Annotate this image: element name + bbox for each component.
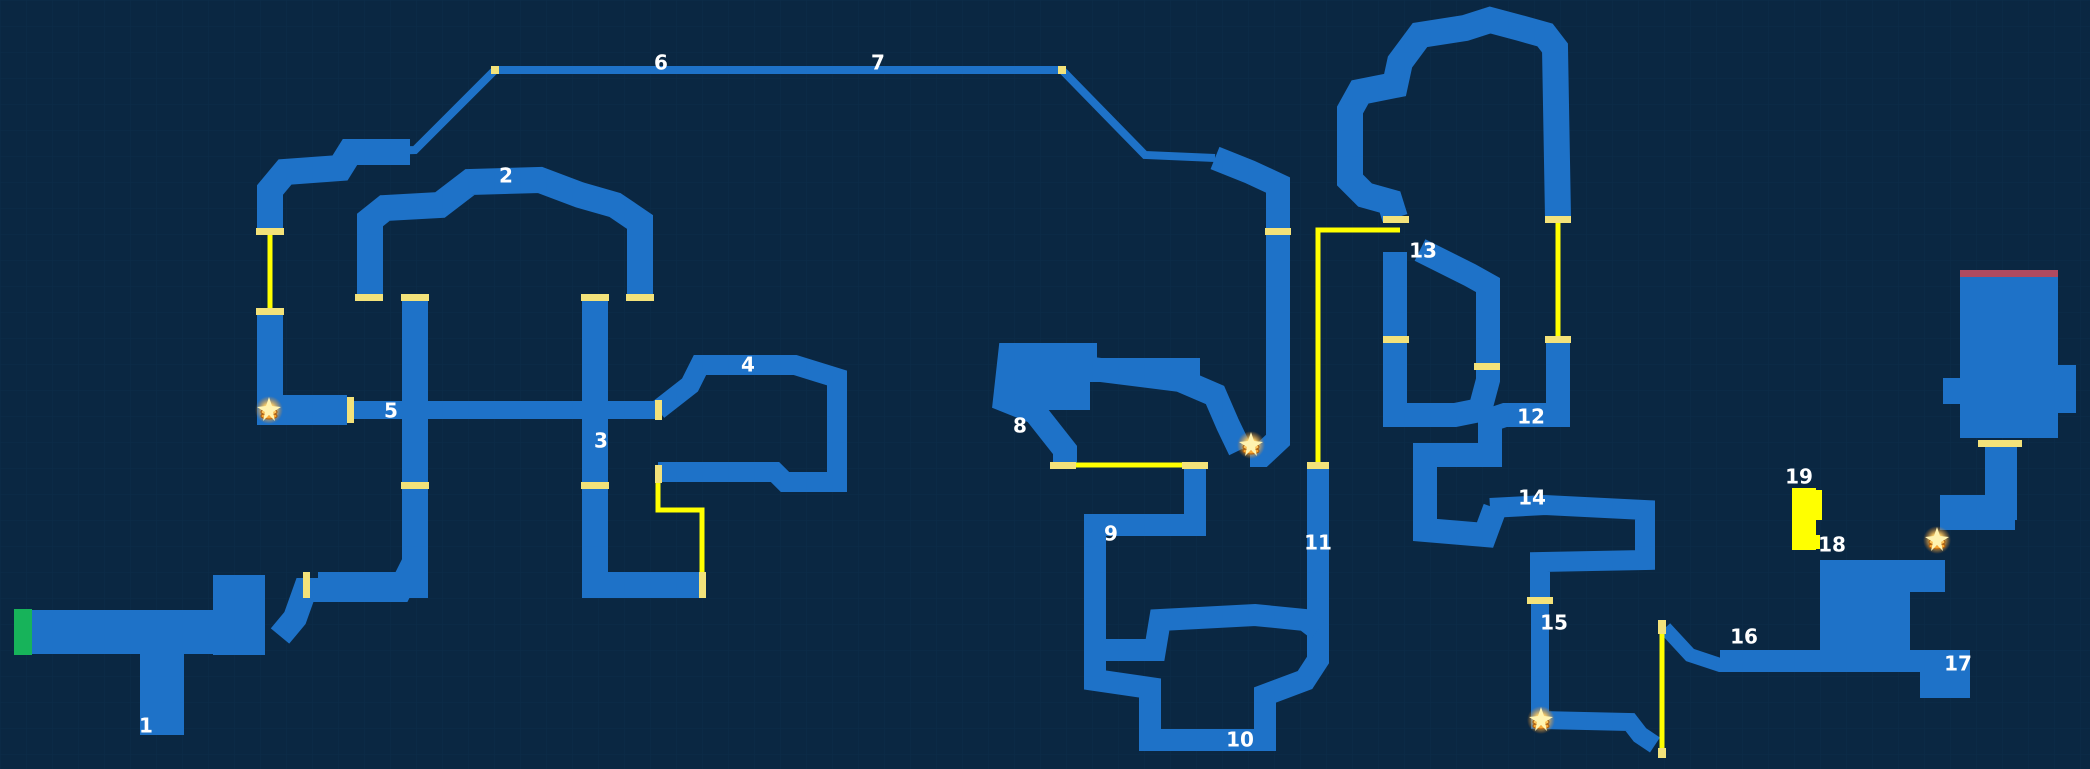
door [1182,462,1208,469]
room-label-19[interactable]: 19 [1785,465,1813,489]
door [256,308,284,315]
room-19-notch [1812,490,1822,520]
connector-3-4 [655,470,705,585]
save-points [255,396,1951,734]
door [1658,748,1666,758]
room-19-base [1792,535,1820,549]
door [1307,462,1329,469]
room-label-5[interactable]: 5 [384,399,398,423]
door [303,572,310,598]
corridor-13-hook [1337,6,1571,222]
sparkle-coin-icon[interactable] [1237,431,1265,459]
room-label-6[interactable]: 6 [654,51,668,75]
corridor-13-down [1383,239,1500,427]
boss-room-top-bar [1960,270,2058,277]
room-label-7[interactable]: 7 [871,51,885,75]
door [1545,216,1571,223]
room-label-13[interactable]: 13 [1409,239,1437,263]
door [1058,66,1066,74]
door [1474,363,1500,370]
door [256,228,284,235]
sparkle-coin-icon[interactable] [1923,526,1951,554]
door [626,294,654,301]
entrance-marker [14,609,32,655]
door [655,465,662,483]
room-label-12[interactable]: 12 [1517,405,1545,429]
door [347,397,354,423]
corridor-9-mid [1095,603,1325,661]
door [581,294,609,301]
corridor-3-down [582,298,705,598]
room-12-block [1505,405,1570,427]
room-labels: 1 2 3 4 5 6 7 8 9 10 11 12 13 14 15 16 1… [139,51,1972,752]
door [655,400,662,420]
door [581,482,609,489]
door [1978,440,2022,447]
boss-room-tower [1960,272,2058,438]
room-1-south [140,630,184,735]
room-label-18[interactable]: 18 [1818,533,1846,557]
corridor-2-arch [357,166,653,298]
boss-room-right [2040,365,2076,413]
door [355,294,383,301]
corridor-7-stairs [1059,67,1216,162]
door [1658,620,1666,634]
corridor-4 [651,355,847,492]
room-1-east [213,575,265,655]
room-8-room [1000,350,1090,410]
door [699,572,706,598]
door [401,482,429,489]
door [491,66,499,74]
room-18-neck [1985,440,2017,520]
door [1545,336,1571,343]
room-label-14[interactable]: 14 [1518,486,1546,510]
room-label-11[interactable]: 11 [1304,531,1332,555]
room-label-3[interactable]: 3 [594,429,608,453]
room-label-16[interactable]: 16 [1730,625,1758,649]
sparkle-coin-icon[interactable] [1527,706,1555,734]
corridor-15 [1531,600,1660,753]
room-label-1[interactable]: 1 [139,714,153,738]
doors [256,66,2022,758]
room-label-15[interactable]: 15 [1540,611,1568,635]
corridor-5-top [257,139,410,230]
sparkle-coin-icon[interactable] [255,396,283,424]
room-label-9[interactable]: 9 [1104,522,1118,546]
room-label-17[interactable]: 17 [1944,652,1972,676]
connectors [267,220,1665,755]
connector-11-13 [1315,227,1400,465]
corridor-14 [1489,494,1655,600]
door [1050,462,1076,469]
room-label-10[interactable]: 10 [1226,728,1254,752]
room-17-block [1720,650,1970,672]
corridors [257,6,1821,753]
boss-room-left [1943,378,1978,404]
corridor-9-11 [1084,468,1329,751]
room-18-east [1905,560,1945,592]
door [1383,216,1409,223]
door [401,294,429,301]
room-17-south [1920,650,1970,698]
corridor-2-left-down [318,298,428,598]
room-label-2[interactable]: 2 [499,164,513,188]
room-label-4[interactable]: 4 [741,353,755,377]
door [1383,336,1409,343]
room-label-8[interactable]: 8 [1013,414,1027,438]
door [1265,228,1291,235]
door [1527,597,1553,604]
